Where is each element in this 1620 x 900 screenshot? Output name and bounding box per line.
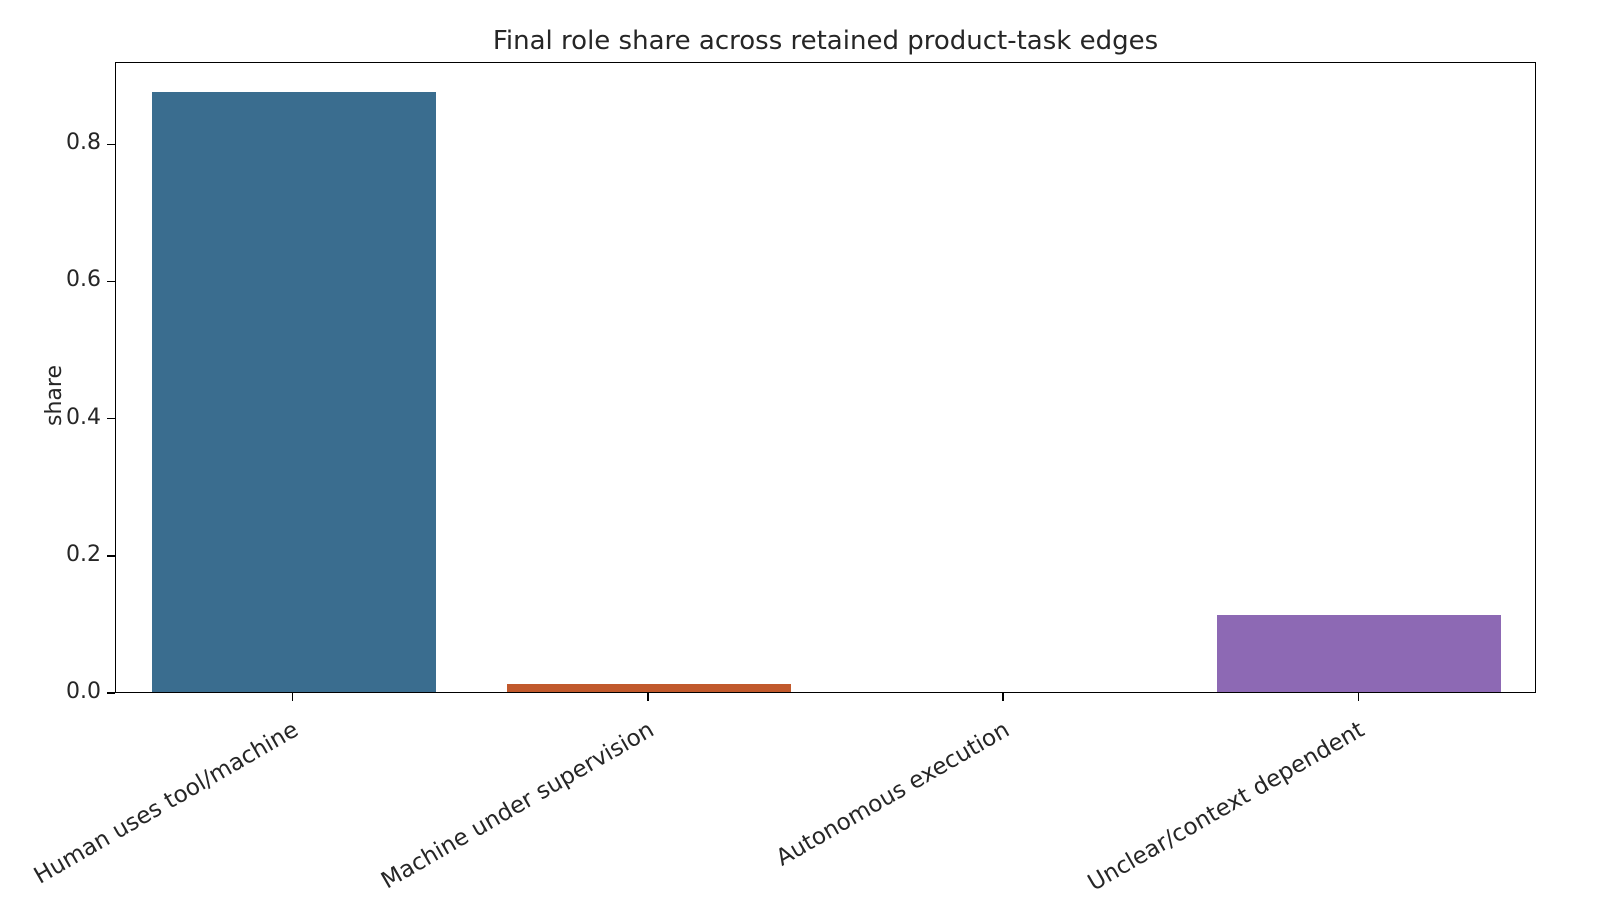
x-axis-tick-label: Unclear/context dependent [1083, 716, 1369, 897]
y-axis-tick-label: 0.0 [66, 679, 101, 704]
bar-human-uses-tool-machine [151, 91, 436, 692]
y-axis-tick [107, 280, 115, 283]
x-axis-tick [291, 693, 294, 701]
plot-area [115, 62, 1536, 693]
y-axis-tick [107, 555, 115, 557]
x-axis-tick [647, 693, 649, 701]
x-axis-tick [1002, 693, 1004, 701]
chart-title: Final role share across retained product… [492, 26, 1159, 56]
y-axis-tick [107, 692, 115, 694]
x-axis-tick-label: Autonomous execution [771, 716, 1014, 872]
y-axis-tick-label: 0.8 [66, 130, 101, 156]
x-axis-tick [1357, 693, 1360, 701]
y-axis-tick-label: 0.4 [66, 404, 101, 430]
x-axis-tick-label: Machine under supervision [376, 716, 659, 895]
y-axis-tick-label: 0.2 [66, 541, 101, 567]
x-axis-tick-label: Human uses tool/machine [29, 716, 304, 890]
y-axis-tick [107, 417, 115, 420]
y-axis-tick-label: 0.6 [66, 267, 101, 293]
bar-unclear-context-dependent [1217, 614, 1502, 692]
bar-machine-under-supervision [506, 683, 791, 692]
y-axis-tick [107, 143, 115, 146]
